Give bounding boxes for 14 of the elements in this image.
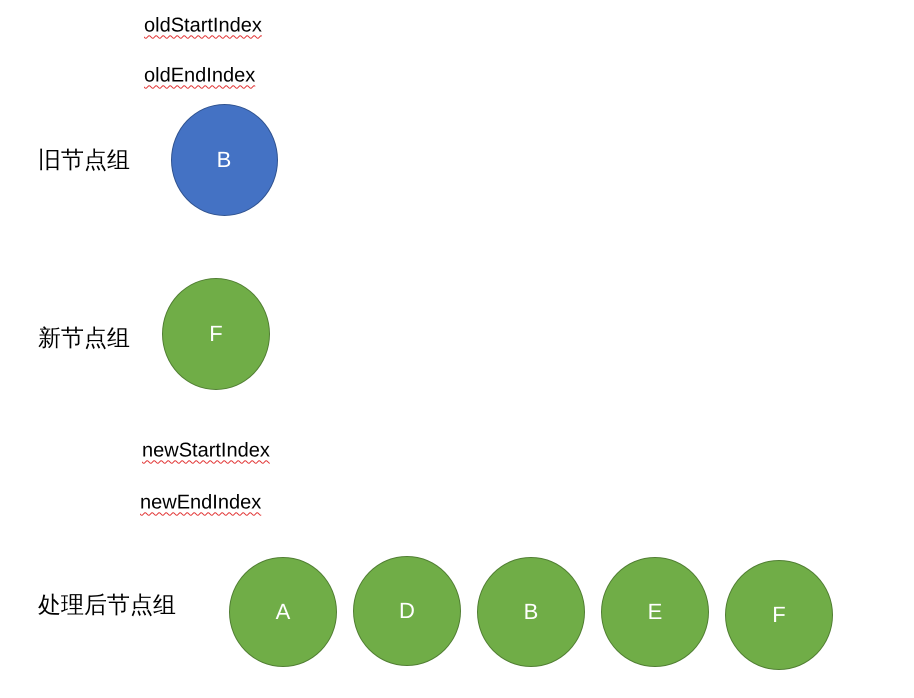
index-pointer-label: oldEndIndex	[144, 64, 256, 88]
group-label: 新节点组	[38, 324, 130, 354]
index-pointer-label: newEndIndex	[140, 492, 262, 514]
node-label: A	[276, 599, 290, 625]
node-label: B	[216, 147, 232, 173]
group-label: 处理后节点组	[38, 592, 176, 620]
node-label: B	[524, 599, 538, 625]
group-label: 旧节点组	[38, 146, 130, 176]
index-pointer-label: oldStartIndex	[144, 14, 262, 38]
node-label: F	[209, 321, 223, 347]
node-label: F	[772, 602, 786, 628]
node-label: E	[648, 599, 662, 625]
index-pointer-label: newStartIndex	[142, 440, 270, 462]
node-label: D	[399, 598, 415, 624]
